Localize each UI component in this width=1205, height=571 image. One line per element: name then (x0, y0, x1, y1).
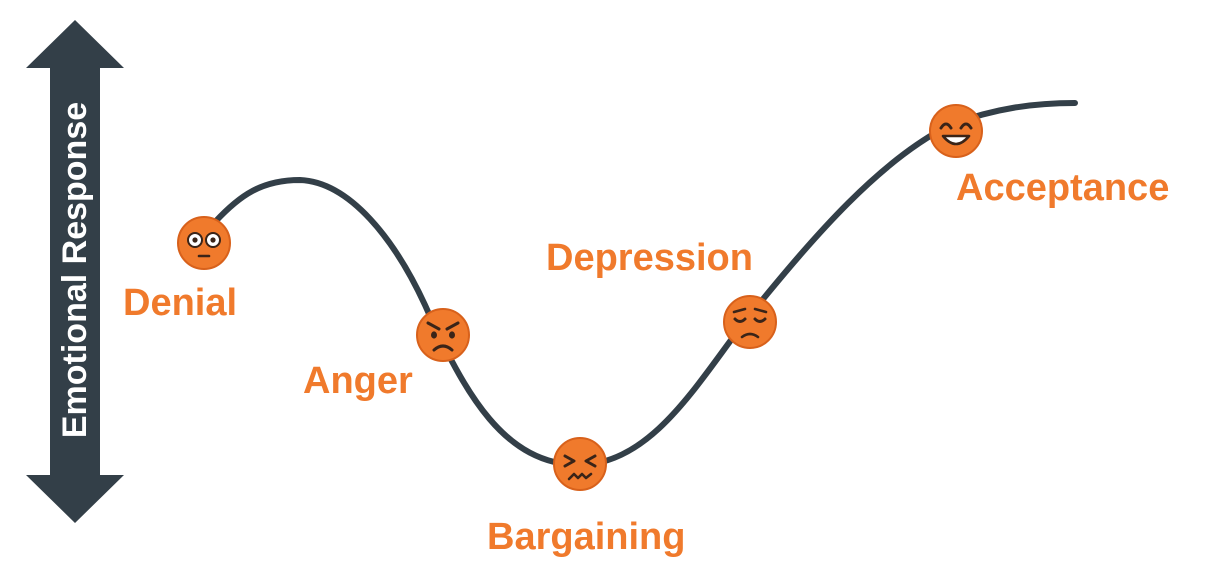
face-circle (416, 308, 470, 362)
face-circle (553, 437, 607, 491)
stage-anger (416, 308, 470, 362)
double-headed-arrow-icon (26, 20, 124, 523)
emotional-response-axis: Emotional Response (26, 20, 124, 523)
stage-label-anger: Anger (303, 360, 413, 402)
angry-face-icon (426, 321, 460, 352)
persevering-face-icon (563, 454, 597, 481)
stage-label-depression: Depression (546, 237, 753, 279)
stage-bargaining (553, 437, 607, 491)
stage-label-denial: Denial (123, 282, 237, 324)
emotional-curve (212, 100, 1078, 468)
stage-acceptance (929, 104, 983, 158)
stage-depression (723, 295, 777, 349)
face-circle (723, 295, 777, 349)
smiling-face-icon (939, 122, 973, 146)
face-circle (177, 216, 231, 270)
unamused-face-icon (732, 307, 768, 339)
stage-denial (177, 216, 231, 270)
face-circle (929, 104, 983, 158)
axis-label: Emotional Response (56, 102, 94, 438)
stage-label-bargaining: Bargaining (487, 516, 685, 558)
flushed-face-icon (187, 232, 221, 258)
stage-label-acceptance: Acceptance (956, 167, 1169, 209)
